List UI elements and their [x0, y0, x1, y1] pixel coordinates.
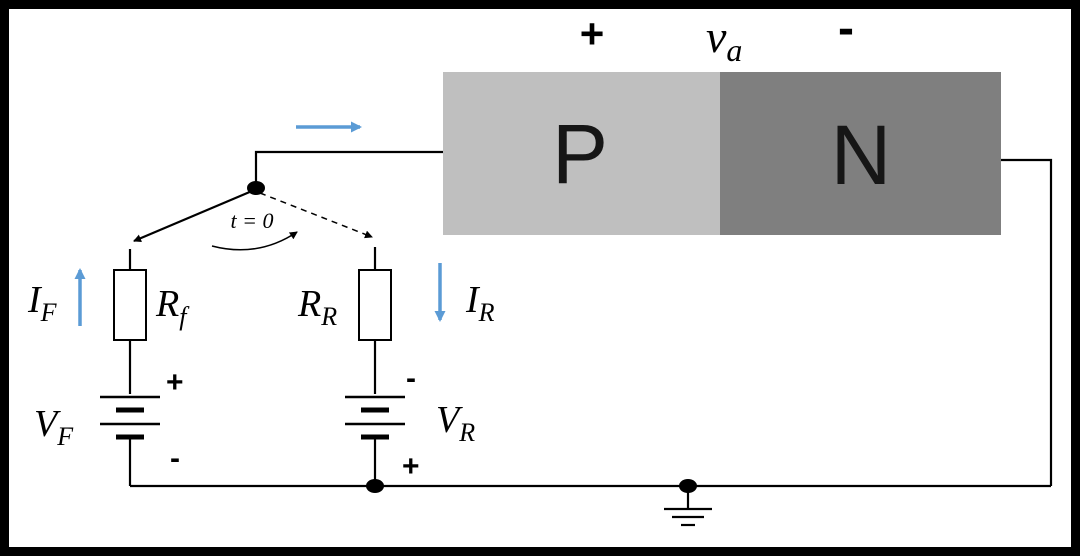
forward-resistor	[113, 269, 147, 341]
forward-resistor-main: R	[155, 283, 179, 325]
bottom-rail-node-dot	[366, 479, 384, 493]
switch-arm-forward[interactable]	[133, 189, 253, 243]
forward-resistor-label: Rf	[155, 283, 190, 331]
forward-current-label: IF	[27, 279, 58, 327]
reverse-resistor	[358, 269, 392, 341]
forward-current-main: I	[27, 279, 43, 321]
reverse-resistor-label: RR	[297, 283, 337, 331]
wire-top-left	[254, 150, 443, 185]
forward-source-sub: F	[56, 422, 74, 451]
reverse-resistor-sub: R	[320, 302, 337, 331]
switch-motion-arrow	[211, 231, 298, 251]
reverse-battery-icon	[345, 395, 405, 440]
wire-right	[1001, 158, 1053, 486]
p-region-label: P	[552, 107, 608, 201]
reverse-source-main: V	[436, 399, 463, 441]
reverse-current-label: IR	[465, 279, 495, 327]
forward-source-main: V	[34, 403, 61, 445]
reverse-source-plus-sign: +	[402, 450, 420, 483]
n-region	[720, 72, 1001, 235]
va-plus-sign: +	[580, 10, 605, 57]
va-label-sub: a	[726, 32, 742, 68]
forward-source-plus-sign: +	[166, 366, 184, 399]
reverse-current-sub: R	[478, 298, 495, 327]
forward-current-sub: F	[40, 298, 58, 327]
va-label: va	[706, 11, 742, 68]
n-region-label: N	[831, 108, 892, 202]
forward-source-minus-sign: -	[170, 442, 180, 475]
ground-icon	[664, 486, 712, 527]
reverse-source-label: VR	[436, 399, 475, 447]
reverse-resistor-main: R	[297, 283, 321, 325]
forward-battery-icon	[100, 395, 160, 440]
p-region	[443, 72, 720, 235]
forward-source-label: VF	[34, 403, 74, 451]
reverse-source-sub: R	[458, 418, 475, 447]
forward-resistor-sub: f	[179, 302, 190, 331]
reverse-current-main: I	[465, 279, 481, 321]
va-minus-sign: -	[838, 2, 854, 55]
switch-arm-reverse-dashed[interactable]	[259, 192, 373, 239]
switch-time-label: t = 0	[231, 208, 274, 233]
va-label-main: v	[706, 11, 727, 62]
reverse-source-minus-sign: -	[406, 362, 416, 395]
